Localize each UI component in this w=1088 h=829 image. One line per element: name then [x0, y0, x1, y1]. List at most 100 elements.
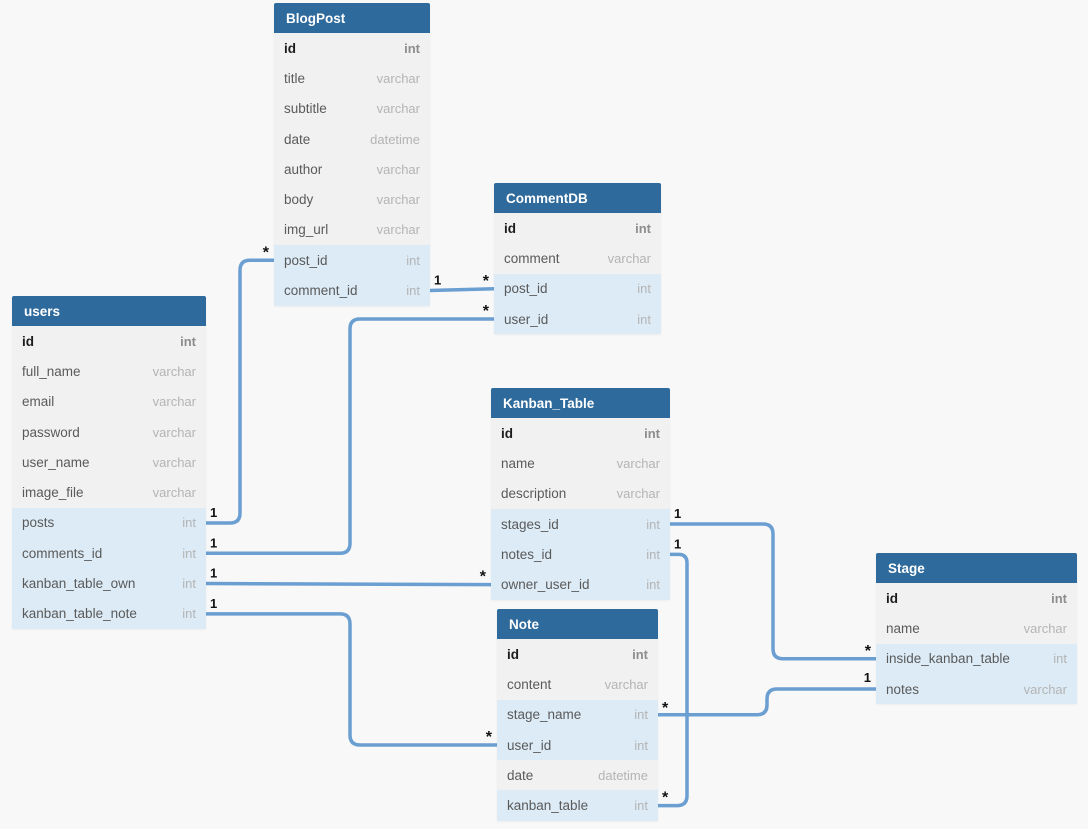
- table-title: users: [24, 303, 61, 319]
- field-row-users-posts[interactable]: posts int: [12, 507, 206, 539]
- field-name: password: [22, 424, 80, 440]
- table-header-users[interactable]: users: [12, 296, 206, 326]
- field-type: int: [644, 425, 660, 441]
- relationship-blogpost-comment_id-to-commentdb-post_id[interactable]: [429, 287, 495, 293]
- cardinality-label: *: [662, 700, 669, 717]
- field-name: post_id: [504, 281, 548, 297]
- relationship-kanban_table-stages_id-to-stage-inside_kanban_table[interactable]: [670, 522, 876, 661]
- table-header-commentdb[interactable]: CommentDB: [494, 183, 661, 213]
- field-name: img_url: [284, 222, 329, 238]
- field-name: posts: [22, 515, 55, 531]
- cardinality-label: 1: [210, 505, 217, 520]
- field-name: id: [501, 425, 513, 441]
- field-name: user_name: [22, 454, 90, 470]
- field-name: content: [507, 676, 552, 692]
- relationship-kanban_table-notes_id-to-note-kanban_table[interactable]: [658, 552, 689, 808]
- field-name: user_id: [507, 737, 552, 753]
- field-type: varchar: [152, 454, 196, 470]
- table-header-kanban_table[interactable]: Kanban_Table: [491, 388, 670, 418]
- field-type: int: [646, 516, 660, 532]
- field-row-commentdb-user_id[interactable]: user_id int: [494, 303, 661, 335]
- relationship-users-kanban_table_own-to-kanban_table-owner_user_id[interactable]: [205, 581, 492, 587]
- cardinality-label: 1: [210, 566, 217, 581]
- field-row-blogpost-img_url[interactable]: img_url varchar: [274, 214, 430, 246]
- table-header-blogpost[interactable]: BlogPost: [274, 3, 430, 33]
- field-type: varchar: [616, 455, 660, 471]
- field-name: id: [22, 333, 34, 349]
- field-type: varchar: [152, 394, 196, 410]
- field-row-users-password[interactable]: password varchar: [12, 416, 206, 448]
- field-row-users-id[interactable]: id int: [12, 326, 206, 357]
- field-row-kanban_table-id[interactable]: id int: [491, 418, 670, 449]
- field-name: user_id: [504, 311, 549, 327]
- table-header-stage[interactable]: Stage: [876, 553, 1077, 583]
- field-type: varchar: [152, 424, 196, 440]
- table-header-note[interactable]: Note: [497, 609, 658, 639]
- field-type: int: [406, 252, 420, 268]
- field-name: id: [284, 40, 296, 56]
- field-type: int: [180, 333, 196, 349]
- field-type: varchar: [376, 222, 420, 238]
- field-row-users-user_name[interactable]: user_name varchar: [12, 447, 206, 478]
- cardinality-label: *: [263, 244, 270, 261]
- field-type: varchar: [1023, 620, 1067, 636]
- field-type: int: [182, 576, 196, 592]
- field-name: kanban_table: [507, 798, 589, 814]
- relationship-users-kanban_table_note-to-note-user_id[interactable]: [206, 612, 497, 747]
- field-type: int: [632, 646, 648, 662]
- field-name: id: [886, 590, 898, 606]
- field-type: varchar: [152, 485, 196, 501]
- relationship-note-stage_name-to-stage-notes[interactable]: [658, 687, 876, 717]
- cardinality-label: *: [865, 643, 872, 660]
- field-type: int: [646, 577, 660, 593]
- field-row-users-full_name[interactable]: full_name varchar: [12, 356, 206, 387]
- field-name: full_name: [22, 363, 81, 379]
- field-type: int: [637, 311, 651, 327]
- relationship-users-comments_id-to-commentdb-user_id[interactable]: [206, 317, 494, 555]
- field-type: varchar: [152, 363, 196, 379]
- field-type: int: [182, 515, 196, 531]
- field-name: date: [284, 131, 311, 147]
- field-type: int: [634, 707, 648, 723]
- relationship-users-posts-to-blogpost-post_id[interactable]: [206, 258, 274, 525]
- cardinality-label: *: [480, 569, 487, 586]
